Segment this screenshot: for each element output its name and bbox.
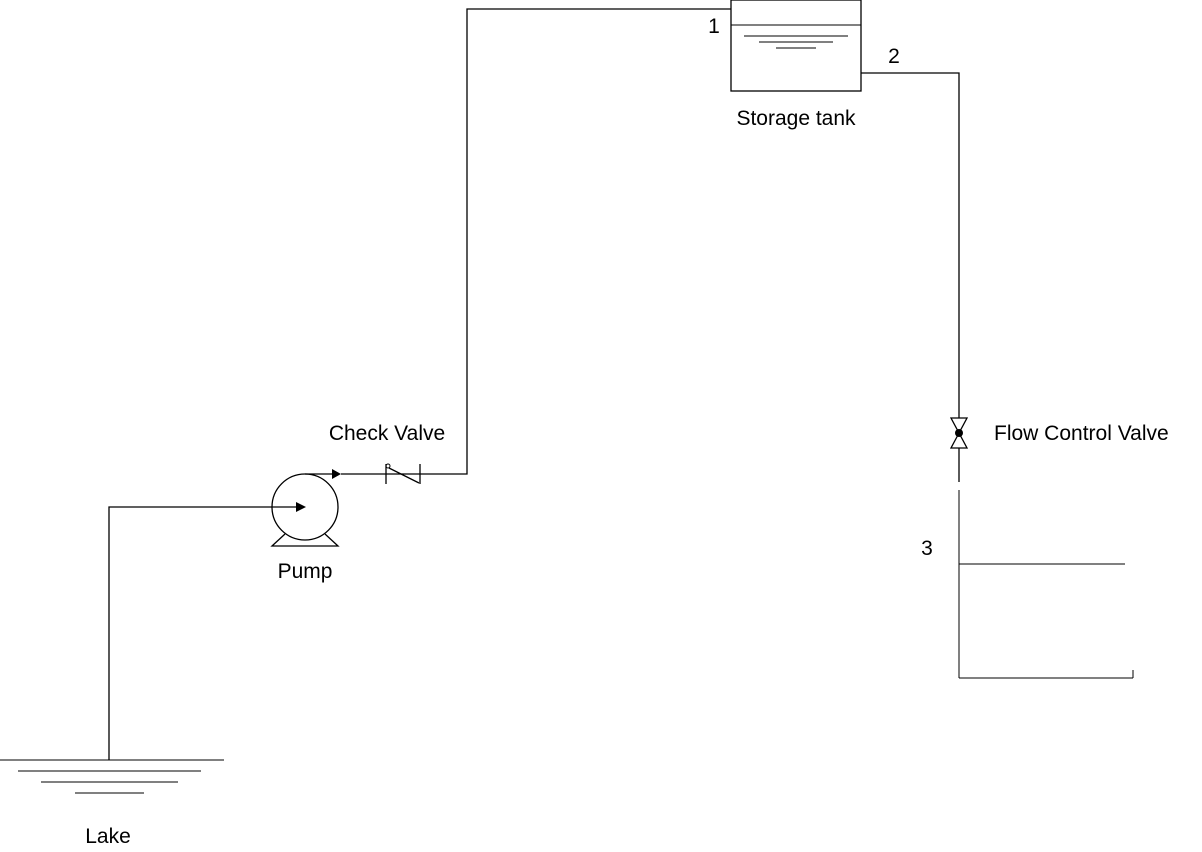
point-3-label: 3 bbox=[921, 537, 933, 560]
storage-tank-label: Storage tank bbox=[736, 107, 856, 130]
point-2-label: 2 bbox=[888, 45, 900, 68]
pump-label: Pump bbox=[278, 560, 333, 583]
outlet-pipe-to-flow-control-valve bbox=[861, 72, 960, 418]
lake-symbol bbox=[0, 759, 224, 794]
discharge-basin-symbol bbox=[958, 490, 1134, 679]
lake-label: Lake bbox=[85, 825, 131, 848]
check-valve-label: Check Valve bbox=[329, 422, 445, 445]
point-1-label: 1 bbox=[708, 15, 720, 38]
suction-pipe bbox=[108, 506, 301, 760]
storage-tank-symbol bbox=[730, 0, 862, 92]
flow-control-valve-symbol bbox=[949, 417, 969, 449]
check-valve-symbol bbox=[385, 463, 421, 484]
riser-pipe-to-storage-tank bbox=[420, 8, 731, 475]
pump-symbol bbox=[270, 469, 341, 547]
flow-control-valve-label: Flow Control Valve bbox=[994, 422, 1169, 445]
